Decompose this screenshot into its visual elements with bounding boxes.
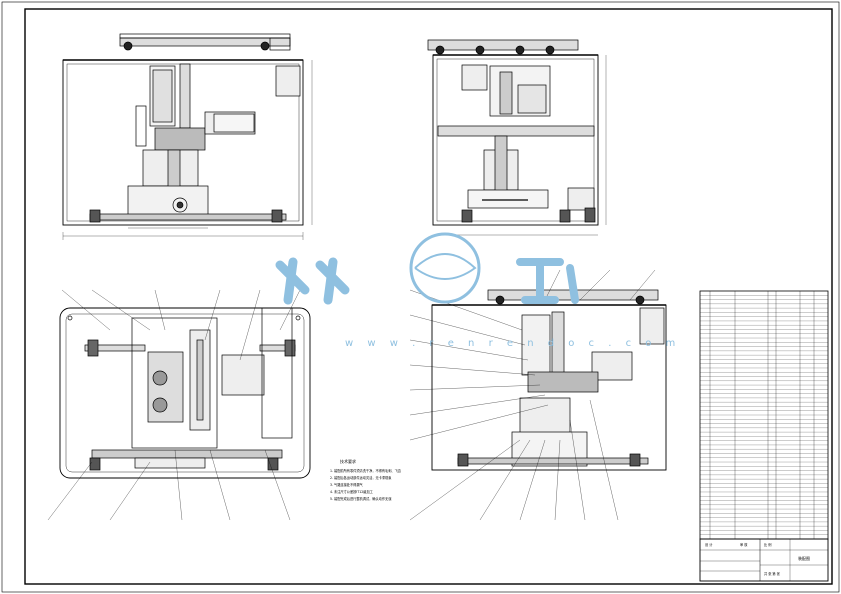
bill-of-materials: [699, 290, 829, 540]
bom-row-lines: [700, 295, 828, 535]
watermark-url: w w w . r e n r e n d o c . c o m: [345, 338, 681, 349]
notes-line-4: 4. 未注尺寸公差按IT12级加工: [330, 489, 374, 494]
notes-line-1: 1. 装配前所有零件须清洗干净，不得有毛刺、飞边: [330, 468, 402, 473]
title-scale-label: 比 例: [764, 542, 771, 547]
notes-line-3: 3. 气路连接处不得漏气: [330, 482, 364, 487]
watermark-brand-right: [516, 258, 579, 304]
watermark: w w w . r e n r e n d o c . c o m: [275, 232, 681, 349]
front-view: [62, 33, 313, 240]
notes-line-5: 5. 装配完成后进行整机调试，确认动作无误: [330, 496, 392, 501]
title-sheet-label: 共 张 第 张: [764, 571, 781, 576]
notes-heading: 技术要求: [340, 458, 356, 464]
watermark-logo-swirl: [414, 253, 477, 280]
section-view: [409, 269, 667, 521]
top-view: [47, 289, 311, 521]
side-view: [427, 39, 607, 236]
drawing-title: 装配图: [798, 555, 810, 561]
watermark-logo-ring: [409, 232, 481, 304]
title-block: 设 计 审 核 比 例 装配图 共 张 第 张: [699, 538, 829, 582]
notes-line-2: 2. 装配后各运动部件运动灵活，无卡滞现象: [330, 475, 392, 480]
technical-notes: 技术要求 1. 装配前所有零件须清洗干净，不得有毛刺、飞边 2. 装配后各运动部…: [330, 458, 402, 501]
title-check-label: 审 核: [740, 542, 748, 547]
title-design-label: 设 计: [705, 542, 713, 547]
watermark-brand-left: [275, 257, 350, 305]
